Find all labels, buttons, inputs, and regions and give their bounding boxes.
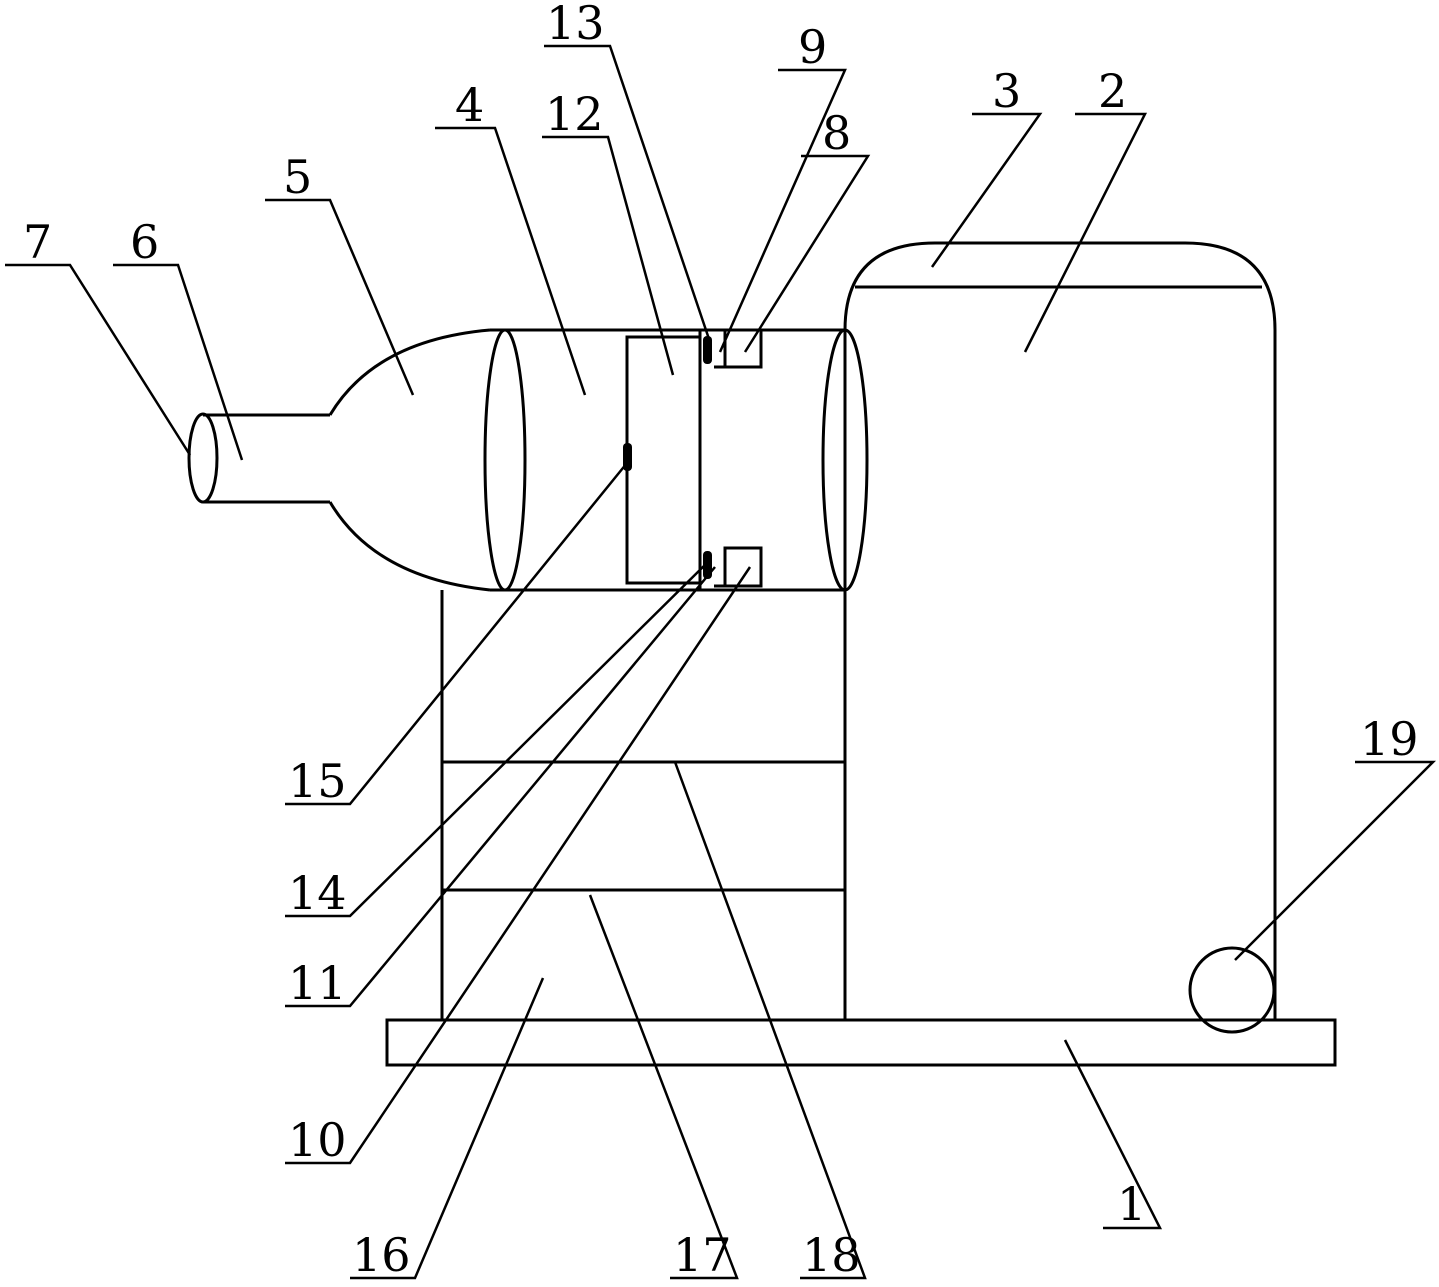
pin-upper: [703, 336, 712, 364]
label-1: 1: [1117, 1177, 1146, 1231]
clamp-block-upper: [723, 328, 763, 369]
callout-labels: 1 2 3 4 5 6 7 8 9 10 11 12 13 14 15 16 1…: [23, 0, 1419, 1282]
label-16: 16: [352, 1228, 411, 1282]
clamp-block-lower: [723, 546, 763, 588]
inlet-nozzle: [187, 412, 219, 504]
label-5: 5: [283, 150, 312, 204]
label-11: 11: [288, 956, 347, 1010]
label-4: 4: [455, 78, 484, 132]
label-9: 9: [798, 20, 827, 74]
wheel: [1188, 946, 1276, 1034]
label-3: 3: [992, 64, 1021, 118]
label-12: 12: [545, 87, 604, 141]
drum-right-rim: [821, 328, 869, 592]
label-10: 10: [288, 1113, 347, 1167]
label-2: 2: [1098, 64, 1127, 118]
label-14: 14: [288, 866, 347, 920]
label-18: 18: [802, 1228, 861, 1282]
inlet-pipe: [187, 412, 330, 504]
label-19: 19: [1360, 712, 1419, 766]
drum: [483, 328, 869, 592]
label-6: 6: [130, 215, 159, 269]
label-15: 15: [288, 754, 347, 808]
funnel: [328, 328, 491, 592]
filter-plate: [625, 335, 702, 585]
label-17: 17: [673, 1228, 732, 1282]
base-plate: [385, 1018, 1337, 1067]
label-7: 7: [23, 215, 52, 269]
drum-left-rim: [483, 328, 527, 592]
label-8: 8: [822, 106, 851, 160]
leader-lines: [5, 44, 1437, 1280]
tank-body: [843, 241, 1277, 1020]
label-13: 13: [546, 0, 605, 50]
